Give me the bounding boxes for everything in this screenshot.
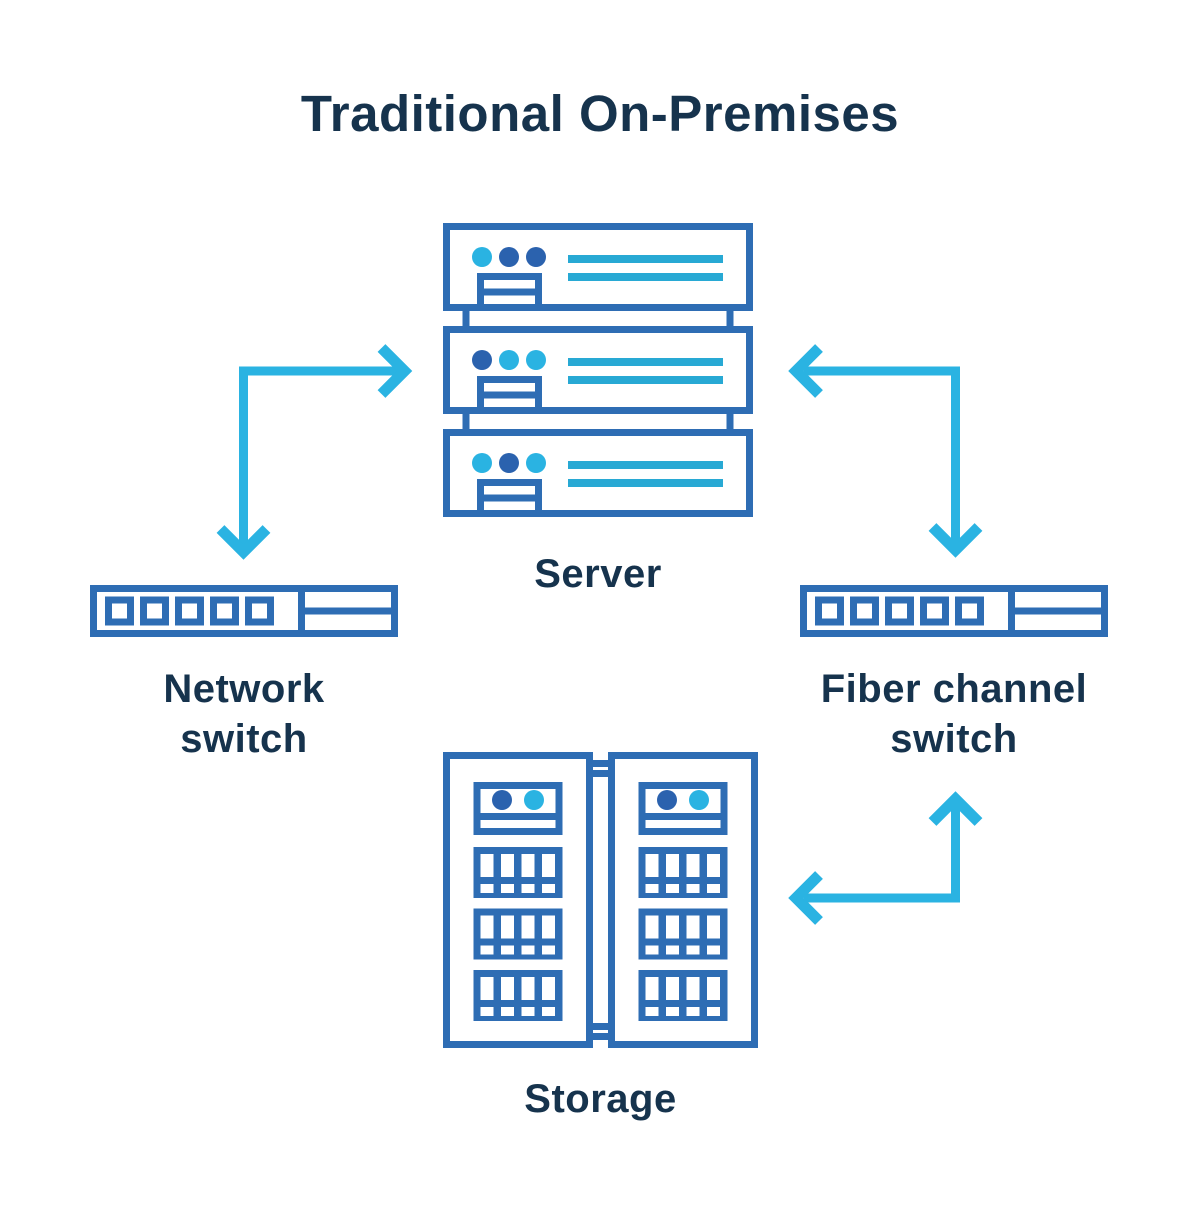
led-dot: [499, 453, 519, 473]
fiber-channel-switch-icon: [800, 585, 1108, 637]
server-unit-1: [443, 223, 753, 311]
server-label: Server: [534, 552, 662, 596]
fiber-channel-switch-label: Fiber channel switch: [800, 664, 1108, 764]
server-icon: [443, 223, 753, 517]
storage-cabinet-left: [443, 752, 593, 1048]
page-title: Traditional On-Premises: [300, 85, 900, 142]
led-dot: [472, 453, 492, 473]
network-switch-label-line2: switch: [180, 717, 308, 761]
led-dot: [526, 453, 546, 473]
network-switch-label: Network switch: [90, 664, 398, 764]
led-dot: [526, 350, 546, 370]
arrow-storage-fiber-switch: [788, 791, 983, 925]
led-dot: [492, 790, 512, 810]
arrow-server-fiber-switch: [788, 344, 983, 558]
led-dot: [499, 247, 519, 267]
led-dot: [689, 790, 709, 810]
led-dot: [657, 790, 677, 810]
controller-panel: [473, 782, 563, 835]
arrow-server-network-switch: [216, 344, 413, 560]
server-unit-3: [443, 429, 753, 517]
led-dot: [472, 247, 492, 267]
storage-icon: [443, 752, 758, 1048]
server-unit-2: [443, 326, 753, 414]
storage-cabinet-right: [608, 752, 758, 1048]
led-dot: [472, 350, 492, 370]
network-switch-icon: [90, 585, 398, 637]
network-switch-label-line1: Network: [163, 667, 325, 711]
led-dot: [524, 790, 544, 810]
fiber-channel-switch-label-line1: Fiber channel: [820, 667, 1088, 711]
fiber-channel-switch-label-line2: switch: [890, 717, 1018, 761]
storage-label: Storage: [524, 1077, 677, 1121]
led-dot: [499, 350, 519, 370]
led-dot: [526, 247, 546, 267]
controller-panel: [638, 782, 728, 835]
